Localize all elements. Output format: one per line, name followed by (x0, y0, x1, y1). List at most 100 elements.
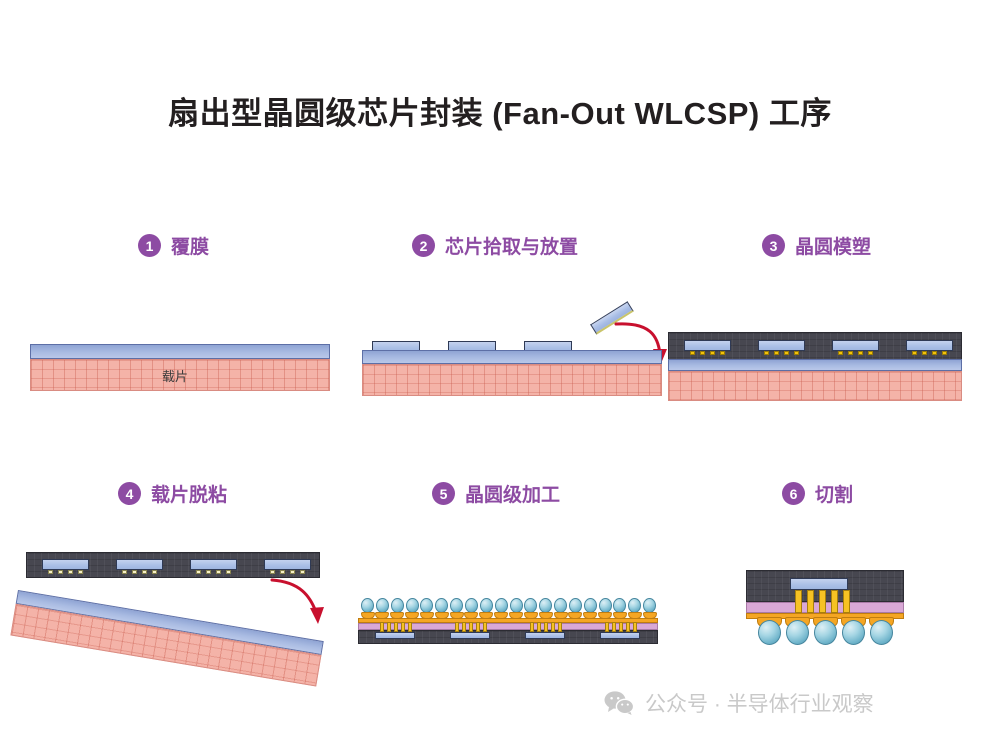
via-post (551, 622, 555, 632)
die-pad (195, 570, 201, 574)
via-row (746, 590, 904, 613)
watermark-text: 公众号 · 半导体行业观察 (645, 693, 874, 716)
solder-ball (870, 620, 893, 645)
step-label-6: 切割 (815, 485, 854, 506)
step-header-4: 4 载片脱粘 (118, 480, 227, 507)
via-post (537, 622, 541, 632)
solder-ball (524, 598, 538, 613)
via-post (455, 622, 459, 632)
step-label-2: 芯片拾取与放置 (445, 237, 579, 258)
die-pad (300, 570, 306, 574)
step-badge-2: 2 (412, 234, 435, 257)
via-post (843, 590, 850, 613)
step-header-2: 2 芯片拾取与放置 (412, 232, 578, 259)
die-pad-row (909, 351, 950, 355)
die-pad (847, 351, 853, 355)
carrier-layer (362, 364, 662, 396)
die-pad (290, 570, 296, 574)
die-pad (699, 351, 705, 355)
die-pad (763, 351, 769, 355)
molded-die (190, 559, 237, 570)
solder-ball (450, 598, 464, 613)
molded-die (450, 632, 490, 639)
step-badge-4: 4 (118, 482, 141, 505)
via-post (831, 590, 838, 613)
via-post (469, 622, 473, 632)
die-pad-row (119, 570, 160, 574)
step-label-4: 载片脱粘 (151, 485, 228, 506)
step-header-1: 1 覆膜 (138, 232, 209, 259)
solder-ball (643, 598, 657, 613)
molded-die (906, 340, 953, 351)
via-post (462, 622, 466, 632)
die-pad (773, 351, 779, 355)
via-post (819, 590, 826, 613)
carrier-caption: 载片 (162, 370, 189, 385)
molded-die (600, 632, 640, 639)
die-pad (78, 570, 84, 574)
singulated-die (790, 578, 848, 590)
step-diagram-3 (668, 332, 962, 401)
via-post (795, 590, 802, 613)
die-pad (226, 570, 232, 574)
solder-ball (509, 598, 523, 613)
die-pad (152, 570, 158, 574)
solder-ball (613, 598, 627, 613)
solder-ball (539, 598, 553, 613)
molded-die (758, 340, 805, 351)
solder-ball (842, 620, 865, 645)
step-label-1: 覆膜 (171, 237, 210, 258)
carrier-layer (30, 359, 330, 391)
die-pad (68, 570, 74, 574)
step-badge-5: 5 (432, 482, 455, 505)
via-post (612, 622, 616, 632)
die-pad (689, 351, 695, 355)
solder-ball (435, 598, 449, 613)
die-pad (942, 351, 948, 355)
die-pad-row (687, 351, 728, 355)
step-header-5: 5 晶圆级加工 (432, 480, 560, 507)
die-pad-row (761, 351, 802, 355)
step-header-3: 3 晶圆模塑 (762, 232, 871, 259)
die-pad-row (193, 570, 234, 574)
die-pad (794, 351, 800, 355)
via-post (483, 622, 487, 632)
molded-die (42, 559, 89, 570)
solder-ball (494, 598, 508, 613)
step-label-3: 晶圆模塑 (795, 237, 872, 258)
debond-arrow-icon (270, 578, 324, 624)
step-diagram-4 (10, 552, 328, 687)
via-post (626, 622, 630, 632)
molded-die (525, 632, 565, 639)
solder-ball (583, 598, 597, 613)
die-pad (932, 351, 938, 355)
solder-ball (405, 598, 419, 613)
solder-ball-row (746, 620, 904, 648)
die-pad (269, 570, 275, 574)
molded-die (264, 559, 311, 570)
via-post (394, 622, 398, 632)
die-pad (921, 351, 927, 355)
die-pad-row (45, 570, 86, 574)
die-pad (720, 351, 726, 355)
via-post (544, 622, 548, 632)
solder-ball (390, 598, 404, 613)
die-pad (205, 570, 211, 574)
via-post (380, 622, 384, 632)
wechat-icon (604, 691, 635, 715)
die-pad (279, 570, 285, 574)
molded-die (116, 559, 163, 570)
solder-ball (814, 620, 837, 645)
step-diagram-6 (746, 570, 906, 648)
die-pad (142, 570, 148, 574)
carrier-layer (668, 371, 962, 401)
die-pad (710, 351, 716, 355)
solder-ball (786, 620, 809, 645)
solder-ball (598, 598, 612, 613)
die-pad (837, 351, 843, 355)
die-pad-row (267, 570, 308, 574)
die-pad (858, 351, 864, 355)
solder-ball (628, 598, 642, 613)
step-label-5: 晶圆级加工 (465, 485, 561, 506)
